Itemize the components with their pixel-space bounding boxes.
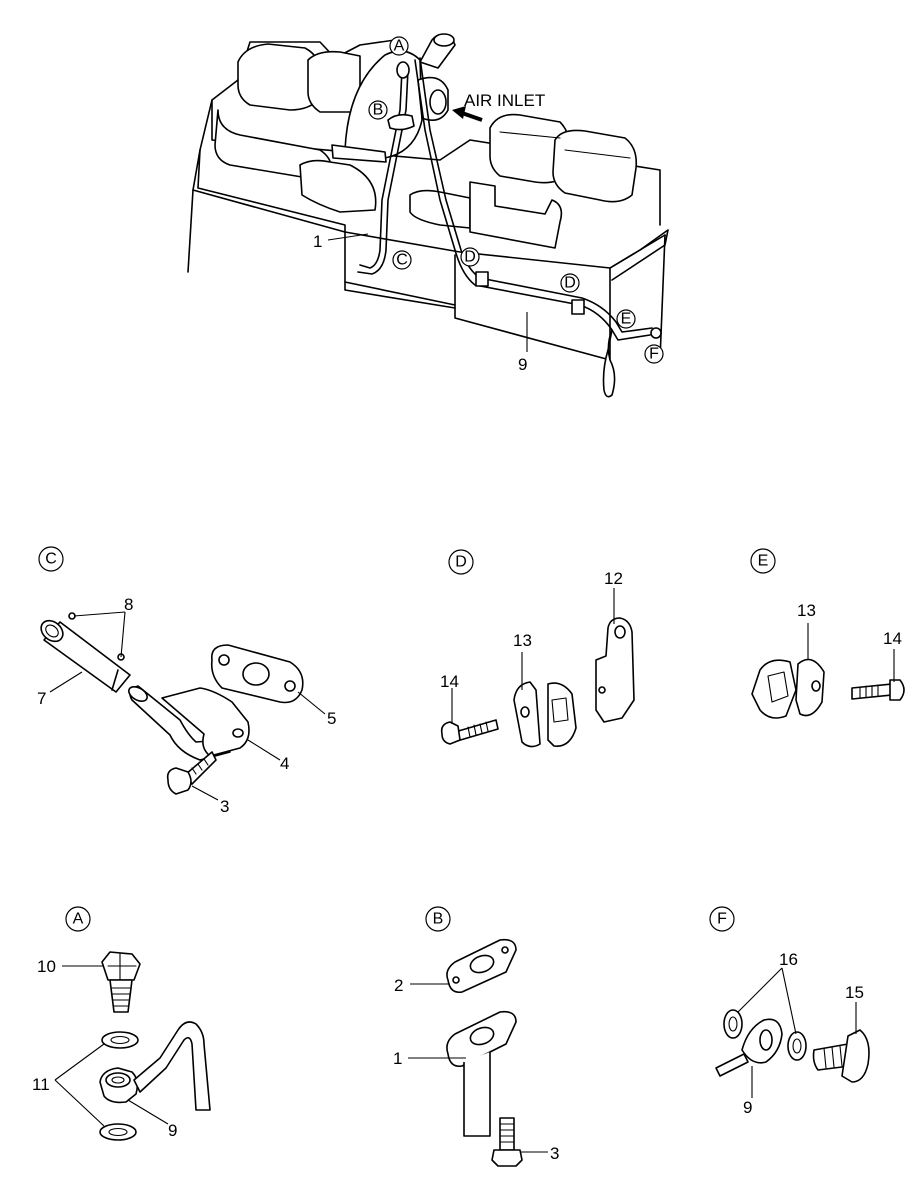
callout-14: 14 [883,629,902,682]
callout-5: 5 [297,691,336,728]
svg-text:4: 4 [280,754,289,773]
detail-title: E [750,548,776,574]
marker-B: B [368,100,388,120]
callout-1: 1 [393,1049,466,1068]
overview-callout-1: 1 [313,232,369,251]
marker-A: A [389,36,409,56]
svg-text:9: 9 [743,1098,752,1117]
svg-text:8: 8 [124,595,133,614]
svg-text:C: C [396,252,408,269]
detail-title: F [709,906,735,932]
air-inlet-label: AIR INLET [464,91,545,110]
callout-2: 2 [394,976,450,995]
callout-16: 16 [737,950,798,1035]
svg-text:3: 3 [220,797,229,816]
svg-text:9: 9 [168,1121,177,1140]
callout-15: 15 [845,983,864,1034]
svg-text:E: E [758,553,769,570]
svg-text:E: E [621,311,632,328]
svg-text:12: 12 [604,569,623,588]
marker-C: C [392,250,412,270]
marker-E: E [616,309,636,329]
callout-9: 9 [743,1066,753,1117]
callout-14: 14 [440,672,459,724]
svg-text:5: 5 [327,709,336,728]
svg-text:2: 2 [394,976,403,995]
svg-text:B: B [433,911,444,928]
svg-text:7: 7 [37,689,46,708]
callout-4: 4 [247,739,289,773]
callout-label: 1 [313,232,322,251]
detail-A: A 10 11 9 [32,906,211,1141]
svg-text:14: 14 [883,629,902,648]
detail-E: E 13 14 [750,548,905,719]
callout-label: 9 [518,355,527,374]
detail-F: F 16 15 9 [709,906,870,1117]
marker-D2: D [560,273,580,293]
svg-text:C: C [45,551,57,568]
detail-title: D [448,549,474,575]
detail-title: B [425,906,451,932]
engine-overview [187,33,669,398]
marker-F: F [644,344,664,364]
detail-title: C [38,546,64,572]
svg-text:B: B [373,102,384,119]
detail-C: C 8 7 5 [37,546,336,816]
svg-text:D: D [455,554,467,571]
callout-3: 3 [191,785,229,816]
marker-D1: D [460,247,480,267]
svg-text:D: D [564,275,576,292]
svg-text:13: 13 [513,631,532,650]
callout-9: 9 [127,1099,177,1140]
callout-13: 13 [513,631,532,690]
svg-text:11: 11 [32,1075,50,1094]
svg-text:F: F [649,346,659,363]
svg-text:A: A [394,38,405,55]
callout-3: 3 [520,1144,559,1163]
svg-text:D: D [464,249,476,266]
detail-B: B 2 1 3 [393,906,559,1167]
callout-10: 10 [37,957,104,976]
svg-text:10: 10 [37,957,56,976]
detail-title: A [65,906,91,932]
detail-D: D 12 13 14 [440,549,635,748]
callout-7: 7 [37,671,83,708]
callout-13: 13 [797,601,816,660]
svg-text:15: 15 [845,983,864,1002]
svg-text:A: A [73,911,84,928]
callout-12: 12 [604,569,623,624]
overview-callout-9: 9 [518,312,528,374]
svg-text:13: 13 [797,601,816,620]
callout-8: 8 [73,595,133,658]
svg-text:14: 14 [440,672,459,691]
svg-text:3: 3 [550,1144,559,1163]
svg-text:16: 16 [779,950,798,969]
svg-text:F: F [717,911,727,928]
svg-text:1: 1 [393,1049,402,1068]
callout-11: 11 [32,1043,105,1127]
